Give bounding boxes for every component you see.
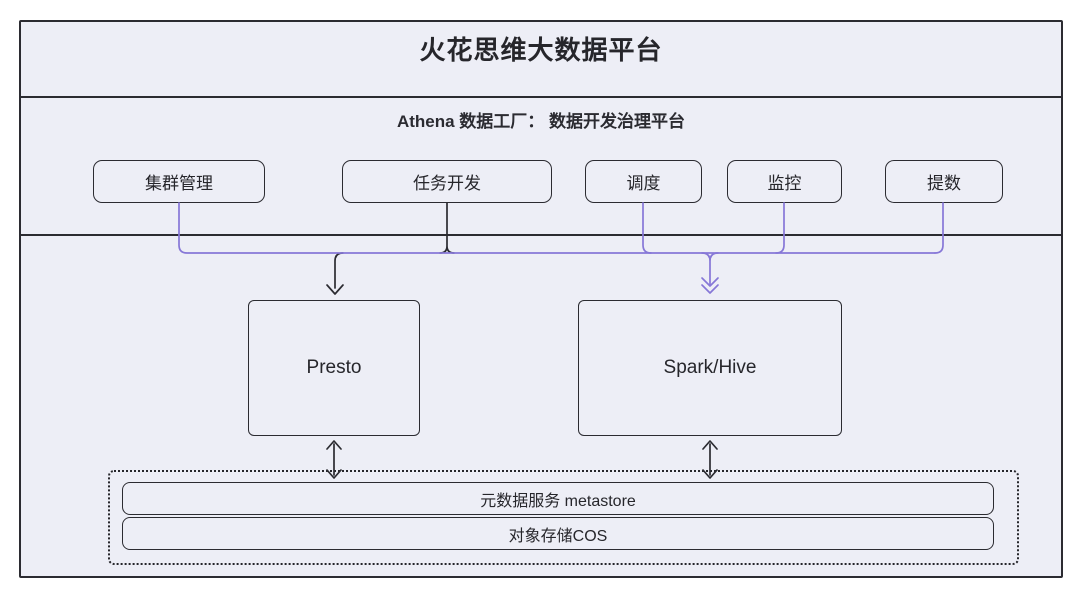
section-divider-athena	[20, 234, 1062, 236]
node-presto: Presto	[248, 300, 420, 436]
node-cluster-management: 集群管理	[93, 160, 265, 203]
node-monitoring: 监控	[727, 160, 842, 203]
node-scheduling: 调度	[585, 160, 702, 203]
node-metastore: 元数据服务 metastore	[122, 482, 994, 515]
storage-group	[108, 470, 1019, 565]
node-task-development: 任务开发	[342, 160, 552, 203]
section-divider-title	[20, 96, 1062, 98]
node-data-extraction: 提数	[885, 160, 1003, 203]
node-spark-hive: Spark/Hive	[578, 300, 842, 436]
athena-section-label: Athena 数据工厂： 数据开发治理平台	[396, 112, 686, 131]
page-title: 火花思维大数据平台	[419, 35, 663, 65]
node-cos: 对象存储COS	[122, 517, 994, 550]
